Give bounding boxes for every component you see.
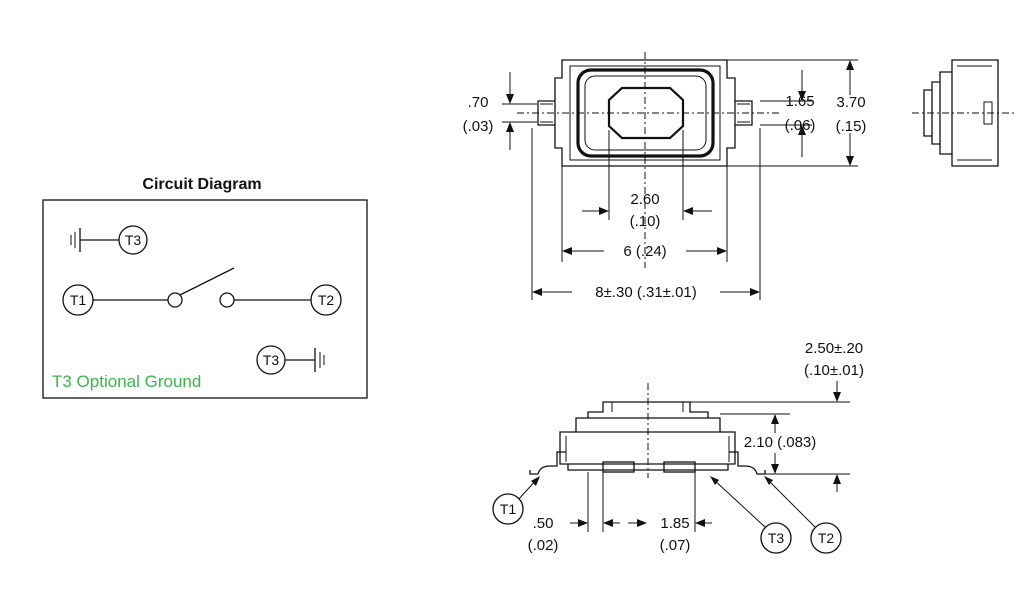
- dim-8: 8±.30 (.31±.01): [595, 284, 697, 301]
- switch-lever: [179, 267, 235, 296]
- housing-frame-inner: [584, 75, 707, 151]
- dim-050-inch: (.02): [528, 537, 559, 554]
- dim-250-inch: (.10±.01): [804, 362, 864, 379]
- end-view: [912, 59, 1014, 167]
- side-terminal-right: [729, 451, 766, 475]
- terminal-t3-bottom-label: T3: [263, 352, 280, 368]
- side-actuator: [587, 401, 709, 418]
- ground-symbol-bottom: [285, 348, 325, 372]
- side-view: 2.50±.20 (.10±.01) 2.10 (.083) .50 (.02)…: [492, 340, 864, 554]
- dim-6: 6 (.24): [623, 243, 666, 260]
- side-pad-left: [602, 461, 635, 473]
- dim-050: .50: [533, 515, 554, 532]
- housing-frame: [576, 68, 715, 158]
- dim-070: .70: [468, 94, 489, 111]
- callout-t1: [492, 493, 524, 525]
- end-actuator: [939, 71, 952, 155]
- dim-070-inch: (.03): [463, 118, 494, 135]
- actuator-button: [607, 86, 685, 140]
- optional-ground-note: T3 Optional Ground: [52, 372, 201, 391]
- dim-370-inch: (.15): [836, 118, 867, 135]
- terminal-t3-top-label: T3: [125, 232, 142, 248]
- terminal-right: [735, 100, 753, 126]
- ground-symbol-top: [70, 228, 119, 252]
- dim-260: 2.60: [630, 191, 659, 208]
- callout-t3-label: T3: [768, 530, 785, 546]
- circuit-title: Circuit Diagram: [142, 176, 261, 193]
- terminal-t2: [310, 284, 342, 316]
- dim-250: 2.50±.20: [805, 340, 863, 357]
- switch-contact-right: [219, 292, 235, 308]
- terminal-left: [537, 100, 555, 126]
- callout-t3: [760, 522, 792, 554]
- callout-t2: [810, 522, 842, 554]
- terminal-t2-label: T2: [318, 292, 335, 308]
- dim-185: 1.85: [660, 515, 689, 532]
- body-inner-outline: [569, 65, 721, 161]
- top-view: .70 (.03) 1.65 (.06) 3.70 (.15) 2.60 (: [463, 52, 867, 301]
- end-terminal: [983, 101, 993, 125]
- circuit-box: [42, 199, 368, 399]
- switch-contact-left: [167, 292, 183, 308]
- side-terminal-left: [529, 451, 566, 475]
- circuit-diagram: Circuit Diagram T3 T1 T2 T3 T3 Opti: [42, 176, 368, 399]
- dim-165-inch: (.06): [785, 117, 816, 134]
- dim-210: 2.10 (.083): [744, 434, 817, 451]
- side-pad-right: [663, 461, 696, 473]
- side-body: [559, 431, 736, 465]
- dim-165: 1.65: [785, 93, 814, 110]
- terminal-t1-label: T1: [70, 292, 87, 308]
- callout-t1-label: T1: [500, 501, 517, 517]
- dim-370: 3.70: [836, 94, 865, 111]
- dim-260-inch: (.10): [630, 213, 661, 230]
- end-body: [951, 59, 999, 167]
- terminal-t3-top: [118, 225, 148, 255]
- callout-t2-label: T2: [818, 530, 835, 546]
- dim-185-inch: (.07): [660, 537, 691, 554]
